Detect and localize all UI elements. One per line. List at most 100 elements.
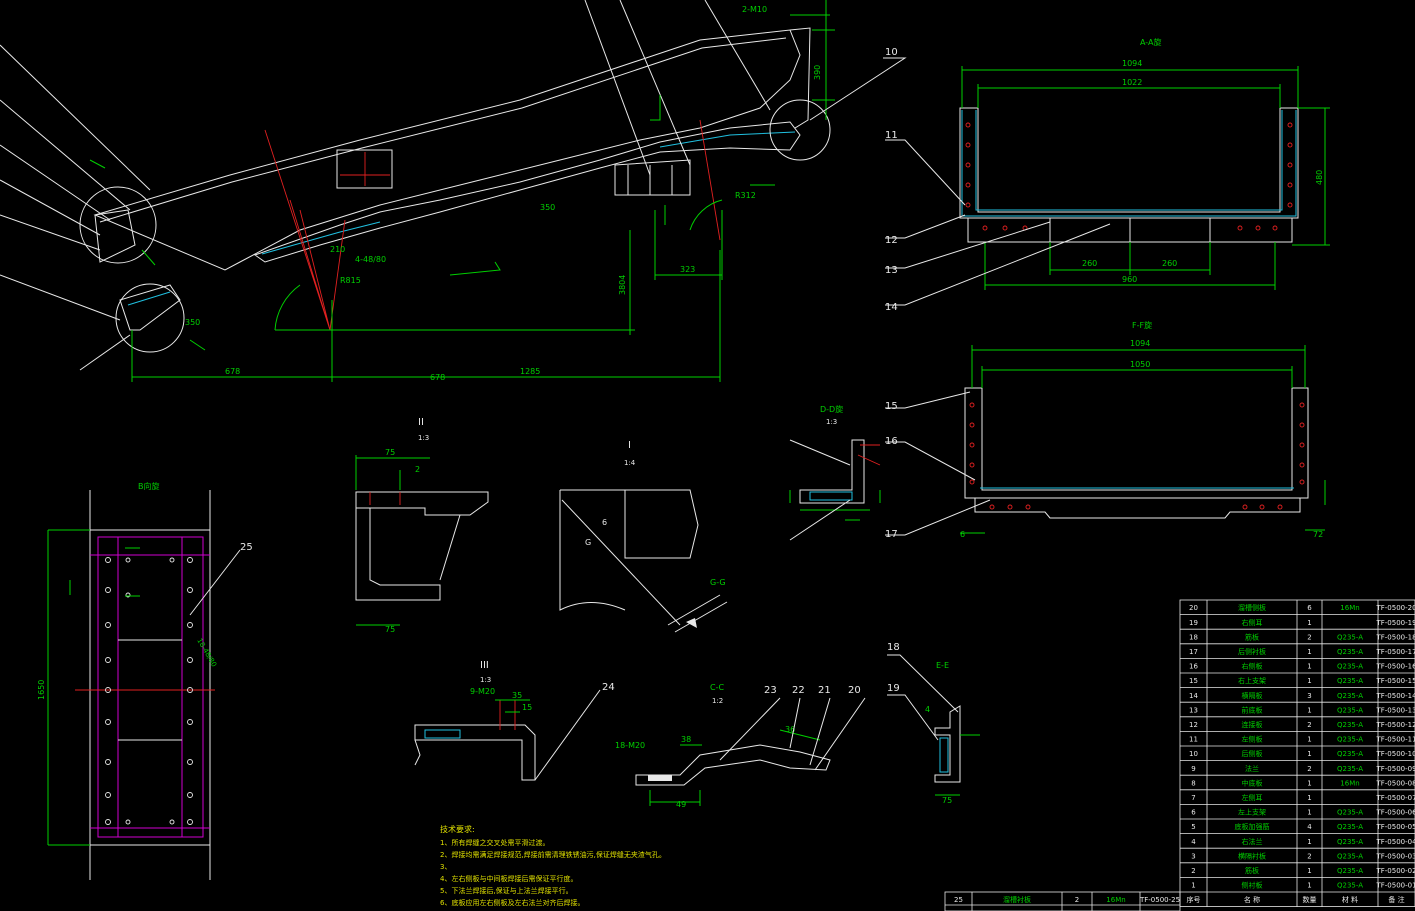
detail-i-mark-g: G [585, 538, 591, 547]
dim-3804 [275, 230, 635, 335]
bom-cell: 17 [1189, 648, 1198, 656]
ff-dim-1094: 1094 [1130, 339, 1150, 348]
bom-cell: TF-0500-13 [1375, 706, 1415, 714]
detail-ii-title: II [418, 417, 424, 428]
callout-21: 21 [818, 685, 831, 696]
d-d-liner [809, 491, 853, 501]
aa-dims-right [1292, 107, 1330, 246]
callout-23: 23 [764, 685, 777, 696]
aa-channel [959, 107, 1299, 219]
bom-cell: 16Mn [1340, 779, 1359, 787]
bom-cell: 右侧耳 [1242, 618, 1263, 627]
aa-bolt-holes [965, 122, 1293, 231]
bom-cell: Q235-A [1337, 882, 1363, 890]
callout-17: 17 [885, 529, 898, 540]
d-d-leaders [789, 439, 851, 541]
detail-i: I 1:4 6 G G-G [559, 440, 728, 633]
c-c-dim-36: 36 [785, 725, 795, 734]
detail-iii: III 1:3 9-M20 35 15 24 [414, 660, 615, 781]
bom-cell: TF-0500-25 [1139, 896, 1180, 904]
callout-12: 12 [885, 235, 898, 246]
bom-cell: 溜槽侧板 [1238, 603, 1266, 612]
bom-cell: 1 [1307, 838, 1311, 846]
bom-cell: 5 [1191, 823, 1195, 831]
dim-bottom [131, 250, 721, 382]
bom-cell: 后侧板 [1242, 749, 1263, 758]
detail-i-scale: 1:4 [624, 459, 636, 467]
ff-bolt-holes [969, 402, 1305, 510]
callout-11: 11 [885, 130, 898, 141]
aa-base [967, 217, 1293, 243]
bom-header-cell: 名 称 [1244, 895, 1260, 904]
d-d-angle [799, 439, 865, 504]
detail-ii-centers [369, 492, 401, 505]
b-holes [105, 557, 193, 825]
bom-cell: 连接板 [1242, 720, 1263, 729]
ff-dim-72: 72 [1313, 530, 1323, 539]
support-ribs [627, 165, 673, 195]
dim-right-vertical [790, 0, 835, 120]
bom-cell: TF-0500-12 [1375, 721, 1415, 729]
bom-cell: 1 [1307, 663, 1311, 671]
dim-678-label: 678 [225, 367, 240, 376]
callout-22: 22 [792, 685, 805, 696]
bom-cell: 法兰 [1245, 764, 1259, 773]
dim-678: 678 [430, 373, 445, 382]
detail-circle-right [769, 99, 831, 161]
bom-cell: Q235-A [1337, 838, 1363, 846]
top-leader-lines [584, 0, 771, 176]
bom-cell: 8 [1191, 779, 1195, 787]
callout-14: 14 [885, 302, 898, 313]
radial-centerline-right [699, 119, 721, 241]
bom-cell: 20 [1189, 604, 1198, 612]
bom-cell: 12 [1189, 721, 1198, 729]
b-plate [97, 536, 204, 838]
left-leader-lines [0, 44, 151, 371]
c-c-scale: 1:2 [712, 697, 723, 705]
bom-cell: Q235-A [1337, 721, 1363, 729]
e-e-leaders [887, 654, 959, 741]
ff-dims-top [971, 345, 1306, 388]
bom-cell: 2 [1307, 765, 1311, 773]
aa-dim-260a: 260 [1082, 259, 1097, 268]
bom-cell: Q235-A [1337, 765, 1363, 773]
bom-cell: 2 [1307, 633, 1311, 641]
b-dim [47, 529, 90, 846]
bom-header-cell: 备 注 [1388, 895, 1404, 904]
bom-cell: TF-0500-02 [1375, 867, 1415, 875]
bom-cell: 6 [1307, 604, 1312, 612]
b-dim-holes: 18-48/80 [195, 637, 218, 668]
bom-cell: 侧衬板 [1242, 881, 1263, 890]
callout-15: 15 [885, 401, 898, 412]
detail-iii-liner [424, 729, 461, 739]
dim-323-label: 323 [680, 265, 695, 274]
bom-cell: 16Mn [1106, 896, 1125, 904]
left-end-box [94, 209, 136, 263]
dim-3804-label: 3804 [618, 275, 627, 295]
c-c-dim-49: 49 [676, 800, 686, 809]
bom-cell: TF-0500-07 [1375, 794, 1415, 802]
bom-cell: 溜槽衬板 [1003, 895, 1031, 904]
callout-25: 25 [240, 542, 253, 553]
bom-cell: 3 [1191, 852, 1195, 860]
section-mark-a [89, 159, 206, 351]
bom-cell: Q235-A [1337, 663, 1363, 671]
ff-dim-6: 6 [960, 530, 965, 539]
section-f-f: F-F旋 1094 1050 72 6 15 16 17 [885, 320, 1326, 540]
bom-cell: TF-0500-08 [1375, 779, 1415, 787]
detail-ii-dim-2: 2 [415, 465, 420, 474]
left-lower-bracket [119, 284, 181, 331]
bom-cell: 16 [1189, 663, 1198, 671]
detail-i-mark-6: 6 [602, 518, 607, 527]
section-a-a: A-A旋 1094 1022 260 260 960 480 11 12 13 … [809, 37, 1330, 313]
view-title-a-a: A-A旋 [1140, 37, 1161, 47]
detail-iii-profile [414, 724, 536, 781]
bom-cell: 前底板 [1242, 705, 1263, 714]
bom-cell: 1 [1307, 794, 1311, 802]
callout-24-leader [534, 689, 601, 781]
trough-liner-right [659, 131, 796, 148]
detail-iii-dim-15: 15 [522, 703, 532, 712]
technical-notes: 技术要求: 1、所有焊缝之交叉处需平滑过渡。 2、焊接均需满足焊接规范,焊接前需… [440, 824, 666, 907]
d-d-dims [789, 490, 881, 521]
